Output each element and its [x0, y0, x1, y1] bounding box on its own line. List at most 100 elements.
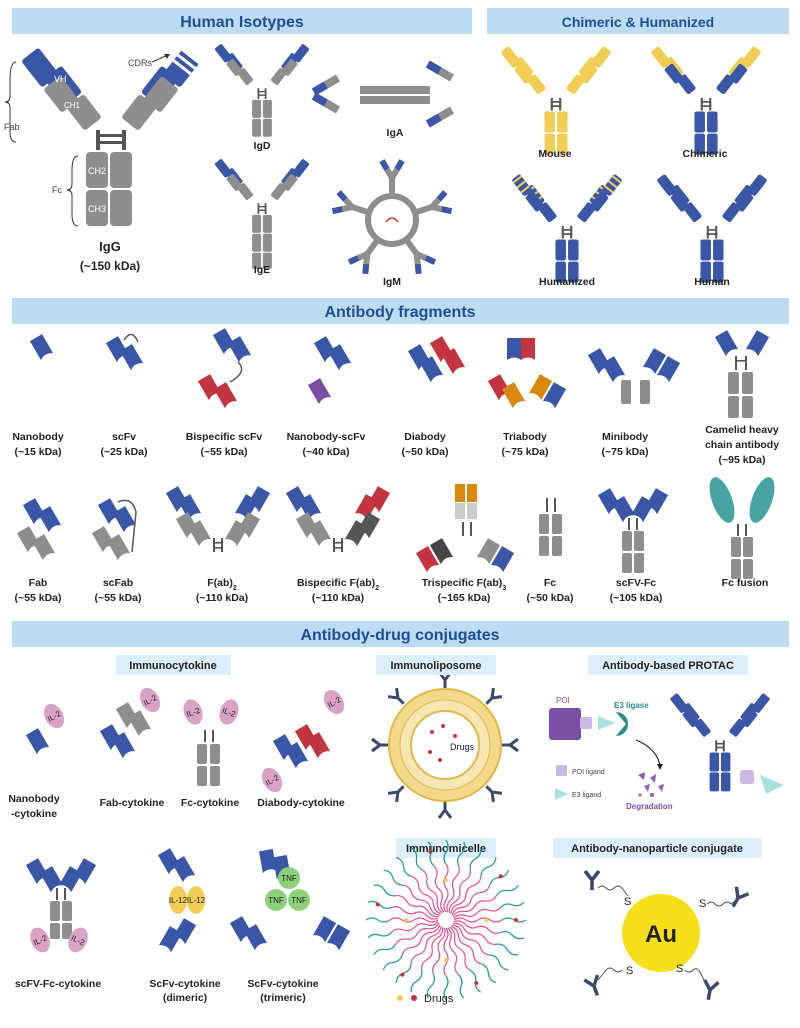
drugs-label: Drugs — [450, 742, 475, 752]
sfc2 — [39, 866, 64, 893]
mouse-shape — [501, 46, 611, 155]
diabody-cyt-il2-top: IL-2 — [323, 689, 345, 715]
fragment-labels-row1: Nanobody(~15 kDa)scFv(~25 kDa)Bispecific… — [12, 424, 779, 466]
fragment-name: Fab — [29, 577, 48, 589]
trimeric-tnf-left: TNF — [265, 889, 287, 911]
minibody-ch3b — [640, 380, 650, 404]
dm2 — [171, 856, 196, 883]
np-antibody — [583, 869, 601, 890]
subheader-immunomicelle: Immunomicelle — [406, 843, 486, 855]
dm4 — [172, 918, 197, 945]
micelle-drugs-label: Drugs — [424, 993, 454, 1005]
fab2-shape-l2 — [177, 494, 202, 521]
scfv-dimeric-label-2: (dimeric) — [163, 992, 207, 1004]
degradation-label: Degradation — [626, 802, 673, 811]
trimeric-tnf-top: TNF — [278, 867, 300, 889]
scfv-fc-cytokine-shape — [25, 858, 97, 939]
diabody-v2 — [419, 356, 444, 383]
camelid-v2 — [745, 330, 770, 357]
fragment-mass: (~75 kDa) — [502, 446, 549, 458]
header-chimeric-humanized: Chimeric & Humanized — [562, 14, 714, 30]
fragment-labels-row2: Fab(~55 kDa)scFab(~55 kDa)F(ab)2(~110 kD… — [15, 577, 769, 604]
chimeric-shape — [651, 46, 761, 155]
igg-mass: (~150 kDa) — [80, 259, 140, 273]
minibody-v2 — [601, 356, 626, 383]
diabody-cyt-il2-bottom: IL-2 — [261, 767, 283, 793]
dimeric-il12-left: IL-12 — [169, 886, 188, 914]
fragment-name: Trispecific F(ab)3 — [422, 577, 507, 592]
liposome-antibody — [485, 785, 503, 803]
fragment-mass: (~95 kDa) — [719, 454, 766, 466]
fc-cyt-il2-left: IL-2 — [183, 699, 203, 725]
nanobody-scfv-nb — [307, 378, 332, 405]
diabody-v4 — [441, 348, 466, 375]
fab-brace-label: Fab — [4, 122, 20, 132]
igg-structure: VL VH CL CH1 CH2 CH3 Fab Fc CDRs IgG (~1… — [4, 47, 201, 273]
ch2-label: CH2 — [88, 166, 106, 176]
fragment-mass: (~105 kDa) — [610, 592, 663, 604]
fragment-mass: (~50 kDa) — [402, 446, 449, 458]
liposome-antibody — [387, 785, 405, 803]
protac-e3-ligand — [760, 775, 784, 794]
iga-label: IgA — [387, 127, 404, 139]
subheader-bar-nanoparticle — [553, 838, 761, 858]
bispecific-scfv-vl1 — [227, 336, 252, 363]
tri-r2 — [429, 538, 454, 565]
bispecific-fab2-shape-l2 — [297, 494, 322, 521]
scfv-fc-shape — [597, 488, 669, 573]
tm4 — [243, 924, 268, 951]
scfv-trimeric-label-1: ScFv-cytokine — [247, 978, 318, 990]
ige-label: IgE — [254, 264, 270, 276]
fab-cl — [16, 526, 41, 553]
subheader-immunoliposome: Immunoliposome — [390, 660, 481, 672]
triabody-v5 — [528, 374, 553, 401]
poi-block — [549, 708, 581, 740]
fragment-name: Nanobody — [12, 431, 63, 443]
liposome-antibody — [437, 802, 453, 819]
dc4 — [306, 732, 331, 759]
e3-ligase-shape — [616, 712, 628, 736]
tri-b1 — [490, 546, 515, 573]
ch1-label: CH1 — [64, 101, 81, 110]
fragment-name: Fc — [544, 577, 556, 589]
protac-poi-ligand — [740, 770, 754, 784]
fragment-name: Diabody — [404, 431, 446, 443]
fragment-name: Nanobody-scFv — [287, 431, 366, 443]
fc-fusion-shape — [709, 477, 775, 579]
header-bar-fragments — [12, 298, 789, 324]
np-antibody — [583, 974, 600, 996]
svg-text:TNF: TNF — [281, 874, 297, 883]
np-antibody — [703, 979, 720, 1001]
camelid-shape — [714, 330, 770, 418]
igm-label: IgM — [383, 276, 401, 288]
bispecific-fab2-shape — [285, 486, 391, 552]
liposome-antibody — [371, 737, 388, 753]
nb-cyt-nb — [25, 728, 50, 755]
fab2-shape-r2 — [234, 494, 259, 521]
tri-b2 — [476, 538, 501, 565]
ch3-label: CH3 — [88, 204, 106, 214]
cl-label: CL — [46, 114, 58, 124]
svg-text:IL-12: IL-12 — [169, 896, 188, 905]
fragment-mass: (~25 kDa) — [101, 446, 148, 458]
fab-cyt-il2: IL-2 — [139, 687, 161, 713]
fragment-name: F(ab)2 — [207, 577, 237, 592]
svg-text:TNF: TNF — [268, 896, 284, 905]
nanobody-cytokine-label-2: -cytokine — [11, 808, 57, 820]
svg-text:TNF: TNF — [291, 896, 307, 905]
fragment-name: Bispecific F(ab)2 — [297, 577, 379, 592]
fragment-name: Camelid heavy — [705, 424, 779, 436]
trimeric-tnf-right: TNF — [288, 889, 310, 911]
scfv-fc-cytokine-label: scFV-Fc-cytokine — [15, 978, 102, 990]
scfv-shape-vl — [119, 344, 144, 371]
header-fragments: Antibody fragments — [324, 304, 475, 321]
fragment-mass: (~15 kDa) — [15, 446, 62, 458]
fragment-mass: (~40 kDa) — [303, 446, 350, 458]
header-conjugates: Antibody-drug conjugates — [300, 627, 499, 644]
diabody-cytokine-label: Diabody-cytokine — [257, 797, 345, 809]
au-label: Au — [645, 921, 677, 948]
scfv-fc-il2-right: IL-2 — [68, 927, 88, 953]
fragment-mass: (~55 kDa) — [95, 592, 142, 604]
camelid-v1 — [714, 330, 739, 357]
